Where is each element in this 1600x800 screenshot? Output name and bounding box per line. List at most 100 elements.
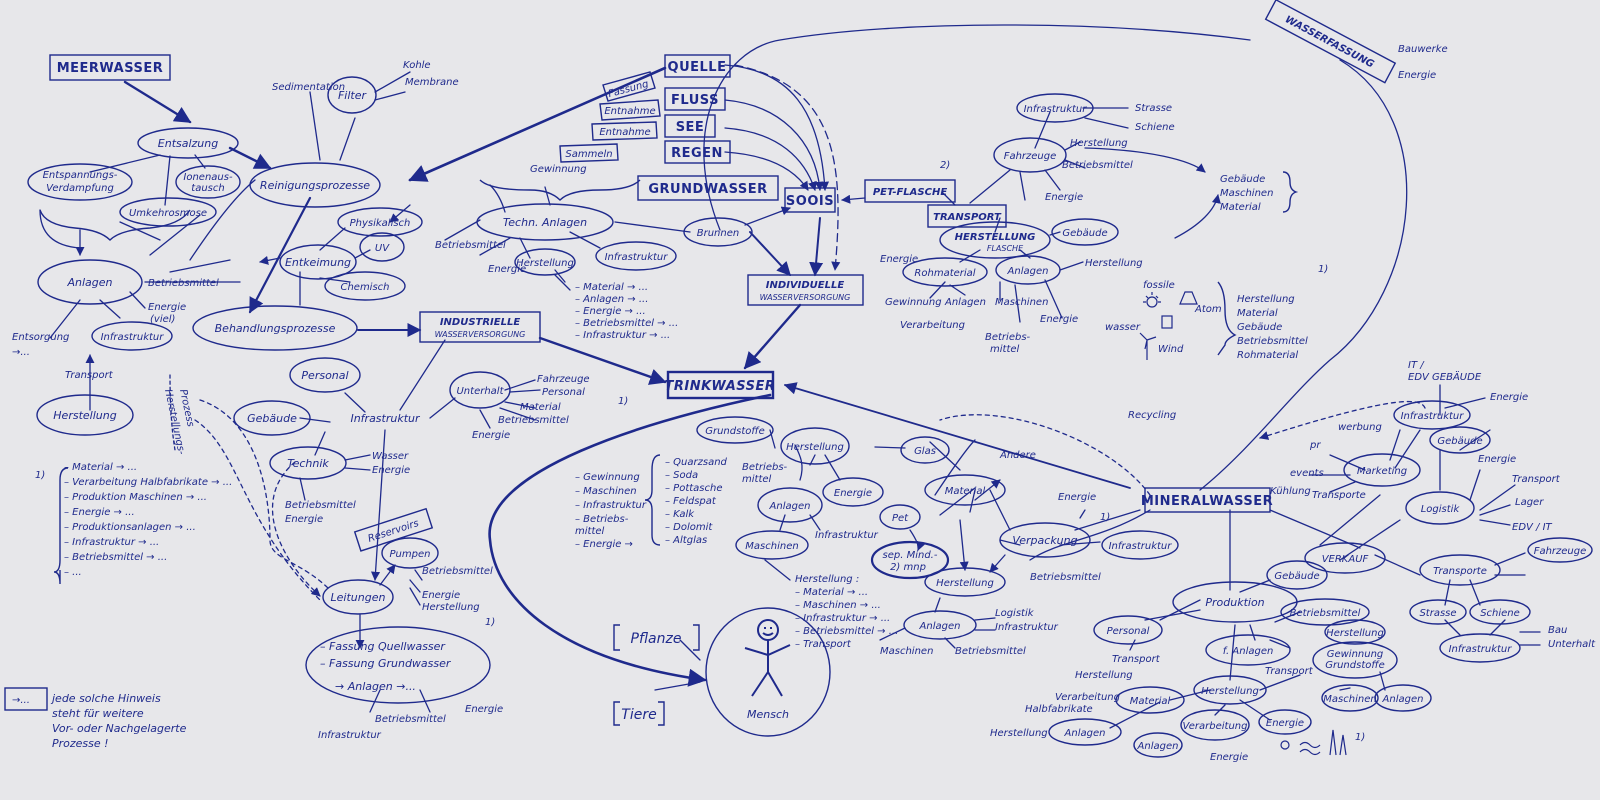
edv-it-text: EDV / IT xyxy=(1512,522,1553,533)
left-list-item: – Infrastruktur → ... xyxy=(64,537,159,548)
maschinen-pr-node xyxy=(1321,684,1379,712)
maschinen-g-text: Maschinen xyxy=(1220,188,1273,199)
gewinnung-node xyxy=(1312,641,1398,679)
umkehrosmose-label: Umkehrosmose xyxy=(129,208,207,219)
energie-mw-text: Energie xyxy=(1058,492,1096,503)
uv-label: UV xyxy=(375,243,390,254)
personal-mid-node xyxy=(289,357,361,393)
werbung-text: werbung xyxy=(1338,422,1382,433)
wasserfassung-energie-text: Energie xyxy=(1398,70,1436,81)
verarbeitung-pr-text-1: Verarbeitung xyxy=(1055,692,1120,703)
anlagen-pr-label: f. Anlagen xyxy=(1223,646,1274,657)
schiene-r-label: Schiene xyxy=(1480,608,1520,619)
pflanze-bracket xyxy=(613,624,700,651)
footnote-5-text: 1) xyxy=(485,617,495,628)
recycling-text: Recycling xyxy=(1128,410,1176,421)
herstellung-gl-label: Herstellung xyxy=(786,442,844,453)
sammeln-tag xyxy=(559,143,619,163)
infrastruktur-mk-node xyxy=(1393,400,1471,430)
maschinen-mw-text: Maschinen xyxy=(880,646,933,657)
anlagen-pr3-node xyxy=(1133,732,1183,758)
material-u-text: Material xyxy=(520,402,561,413)
verpackung-label: Verpackung xyxy=(1012,534,1077,547)
soois-label: SOOIS xyxy=(786,194,834,209)
material-list-text: Material xyxy=(1237,308,1278,319)
betriebsmittel-fassung-text: Betriebsmittel xyxy=(375,714,446,725)
material-pr-node xyxy=(1115,686,1185,714)
anlagen-pr2-label: Anlagen xyxy=(1064,728,1106,739)
herstellung-ta-label: Herstellung xyxy=(516,258,574,269)
fahrzeuge-u-text: Fahrzeuge xyxy=(537,374,590,385)
individuelle-box xyxy=(747,274,864,306)
herstellung-pr-label: Herstellung xyxy=(1201,686,1259,697)
ionen-node xyxy=(175,165,241,199)
membrane-text: Membrane xyxy=(405,77,459,88)
sedimentation-text: Sedimentation xyxy=(272,82,345,93)
kohle-text: Kohle xyxy=(403,60,431,71)
schiene-r-node xyxy=(1469,599,1531,625)
betriebsmittel-p-text: Betriebsmittel xyxy=(422,566,493,577)
betriebsmittel-i-text: Betriebsmittel xyxy=(285,500,356,511)
fluss-label: FLUSS xyxy=(671,93,719,108)
energie-gl-label: Energie xyxy=(834,488,872,499)
brunnen-label: Brunnen xyxy=(697,228,739,239)
ta-list-item: – Betriebsmittel → ... xyxy=(575,318,678,329)
tiere-label: Tiere xyxy=(621,707,656,723)
logistik-mw-text: Logistik xyxy=(995,608,1035,619)
transporte-mk-text: Transporte xyxy=(1312,490,1366,501)
anlagen-fl-node xyxy=(995,255,1061,285)
pet-label: Pet xyxy=(892,513,909,524)
transport-box xyxy=(927,204,1007,228)
transport-l-text: Transport xyxy=(65,370,114,381)
verarbeitung-pr-label: Verarbeitung xyxy=(1183,721,1248,732)
schiene-text: Schiene xyxy=(1135,122,1175,133)
gebaeude-list-text: Gebäude xyxy=(1237,322,1282,333)
industrielle-label-2: WASSERVERSORGUNG xyxy=(435,330,526,339)
uv-node xyxy=(359,232,405,262)
legend: →... jede solche Hinweis steht für weite… xyxy=(12,692,187,750)
gs-right-item: – Feldspat xyxy=(665,496,717,507)
infrastruktur-vp-node xyxy=(1101,530,1179,560)
transport-label: TRANSPORT xyxy=(933,212,1002,223)
produktion-label: Produktion xyxy=(1205,596,1264,609)
quelle-label: QUELLE xyxy=(668,60,727,75)
industrielle-box xyxy=(419,311,541,343)
legend-line: Vor- oder Nachgelagerte xyxy=(52,722,187,735)
mineralwasser-box xyxy=(1144,487,1271,513)
fossile-text: fossile xyxy=(1143,280,1175,291)
brunnen-node xyxy=(683,217,753,247)
chemisch-label: Chemisch xyxy=(340,282,389,293)
left-list-item: – ... xyxy=(64,567,82,578)
herstellung-fl-label-2: FLASCHE xyxy=(987,244,1024,253)
grundstoffe-label: Grundstoffe xyxy=(705,426,765,437)
anlagen-left-node xyxy=(37,259,143,305)
entsorgung-text: Entsorgung xyxy=(12,332,69,343)
gs-right-item: – Altglas xyxy=(665,535,707,546)
hg-list-item: – Infrastruktur → ... xyxy=(795,613,890,624)
ta-list-item: – Material → ... xyxy=(575,282,648,293)
sep-label-2: 2) mnp xyxy=(890,562,926,573)
energie-pr-label: Energie xyxy=(1266,718,1304,729)
legend-line: jede solche Hinweis xyxy=(50,692,161,705)
entnahme-tag-1-label: Entnahme xyxy=(604,106,655,117)
legend-box xyxy=(4,687,48,711)
meerwasser-box xyxy=(49,54,171,81)
physikalisch-node xyxy=(337,207,423,237)
infrastruktur-mw-text: Infrastruktur xyxy=(995,622,1059,633)
infrastruktur-tr-node xyxy=(1016,93,1094,123)
infrastruktur-r-label: Infrastruktur xyxy=(1449,644,1513,655)
betriebsmittel-pr-node xyxy=(1280,598,1370,626)
gebaeude-pr-node xyxy=(1266,560,1328,590)
brace-gebaeude xyxy=(1282,171,1299,213)
transporte-label: Transporte xyxy=(1433,566,1487,577)
energie-fassung-text: Energie xyxy=(465,704,503,715)
gs-right-item: – Dolomit xyxy=(665,522,713,533)
herstellung-an-text: Herstellung xyxy=(1085,258,1143,269)
ta-list-item: – Infrastruktur → ... xyxy=(575,330,670,341)
gs-right-item: – Kalk xyxy=(665,509,695,520)
diagram-texts: MEERWASSER QUELLE FLUSS SEE REGEN GRUNDW… xyxy=(12,14,1596,763)
pet-flasche-label: PET-FLASCHE xyxy=(873,187,948,198)
individuelle-label-1: INDIVIDUELLE xyxy=(766,280,845,291)
entspannung-label-1: Entspannungs- xyxy=(43,170,118,181)
